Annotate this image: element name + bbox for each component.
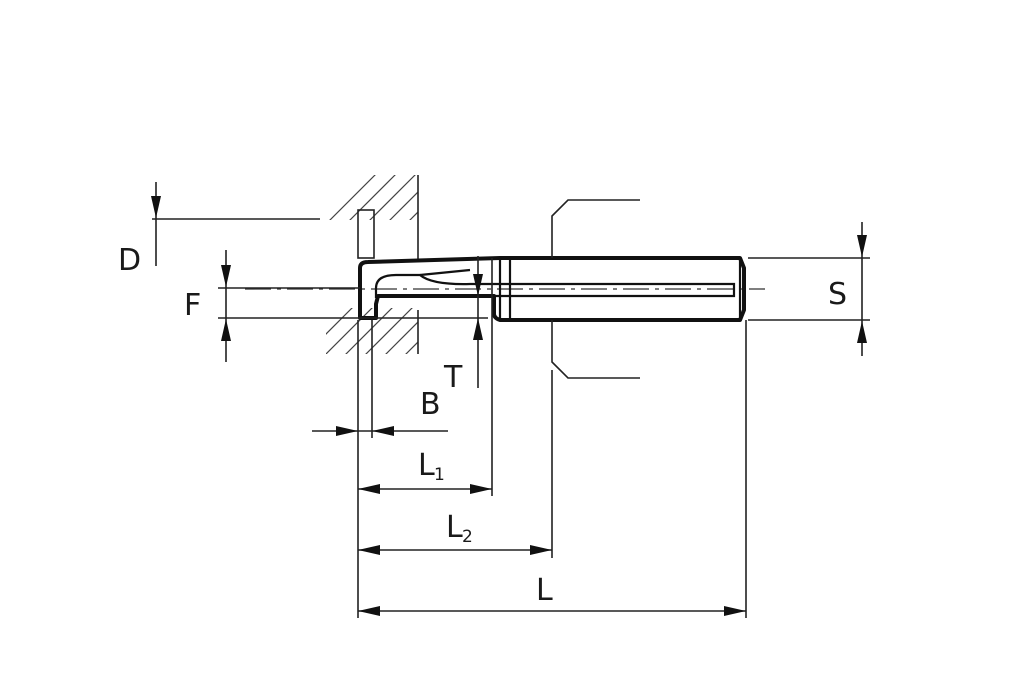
dimension-l1: [358, 258, 493, 496]
holder-bracket-lower: [551, 320, 640, 379]
dimension-d: [151, 182, 320, 266]
dimension-s: [748, 222, 870, 356]
label-l2-subscript: 2: [462, 527, 473, 547]
label-f: F: [184, 288, 201, 323]
label-l: L: [536, 573, 553, 608]
label-l1-subscript: 1: [434, 465, 445, 485]
holder-bracket: [551, 199, 640, 258]
dimension-l: [358, 320, 747, 618]
groove-outline: [357, 209, 375, 259]
dimension-f: [218, 250, 488, 362]
dimension-l2: [358, 370, 553, 558]
boring-tool: [358, 256, 746, 322]
label-s: S: [828, 277, 847, 312]
label-l1: L: [418, 448, 435, 483]
label-b: B: [420, 387, 441, 422]
label-d: D: [118, 243, 141, 278]
label-l2: L: [446, 510, 463, 545]
dimension-b: [312, 320, 448, 438]
workpiece-section-bottom: [326, 308, 419, 354]
label-t: T: [443, 360, 463, 395]
workpiece-section-top: [329, 175, 419, 260]
dimension-t: [473, 256, 483, 388]
